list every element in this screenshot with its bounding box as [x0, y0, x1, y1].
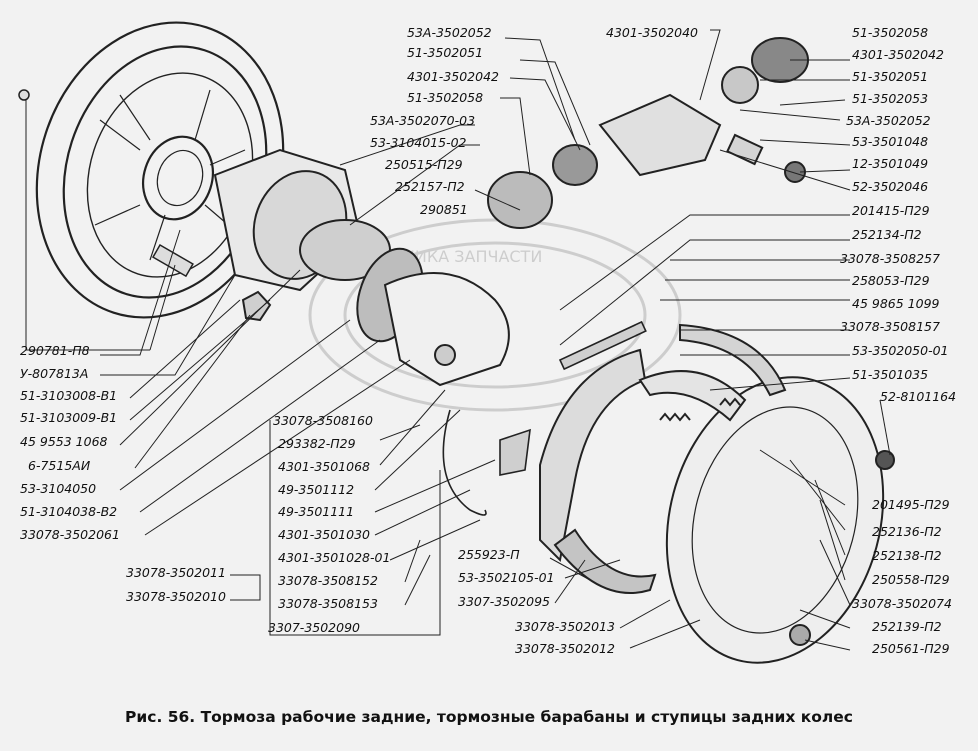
label: 252139-П2	[872, 619, 942, 634]
label: 53-3104015-02	[370, 135, 467, 150]
label: 52-3502046	[852, 179, 929, 194]
label: 250515-П29	[385, 157, 463, 172]
label: 290851	[420, 202, 468, 217]
label: 6-7515АИ	[28, 458, 91, 473]
label: 252157-П2	[395, 179, 465, 194]
label: 45 9865 1099	[852, 296, 940, 311]
label: 250558-П29	[872, 572, 950, 587]
label: 33078-3502061	[20, 527, 120, 542]
label: 252138-П2	[872, 548, 942, 563]
label: 51-3502051	[852, 69, 929, 84]
label: 53-3502105-01	[458, 570, 555, 585]
label: 33078-3508152	[278, 573, 378, 588]
label: 33078-3508153	[278, 596, 378, 611]
upper-brake-shoe	[638, 323, 787, 422]
label: 201495-П29	[872, 497, 950, 512]
dust-shield	[383, 272, 510, 387]
wheel-cylinder	[487, 37, 809, 229]
label: 258053-П29	[852, 273, 930, 288]
label: 4301-3502040	[606, 25, 698, 40]
label: 4301-3502042	[407, 69, 499, 84]
label: 255923-П	[458, 547, 520, 562]
adjuster-parts	[442, 320, 647, 516]
label: 33078-3508257	[840, 251, 940, 266]
label: 4301-3501030	[278, 527, 370, 542]
label: 51-3501035	[852, 367, 929, 382]
label: У-807813А	[20, 366, 89, 381]
label: 4301-3501068	[278, 459, 370, 474]
label: 3307-3502090	[268, 620, 360, 635]
label: 250561-П29	[872, 641, 950, 656]
label: 53-3501048	[852, 134, 929, 149]
leader-lines	[25, 29, 891, 651]
label: 33078-3502010	[126, 589, 226, 604]
return-springs	[659, 397, 741, 422]
label: 53-3104050	[20, 481, 97, 496]
label: 33078-3502074	[852, 596, 952, 611]
label: 33078-3502012	[515, 641, 615, 656]
label: 3307-3502095	[458, 594, 550, 609]
label: 53-3502050-01	[852, 343, 949, 358]
label: 51-3502051	[407, 45, 484, 60]
label: 51-3104038-В2	[20, 504, 118, 519]
label: 51-3502058	[852, 25, 929, 40]
label: 51-3502058	[407, 90, 484, 105]
label: 53А-3502052	[407, 25, 492, 40]
label: 12-3501049	[852, 156, 929, 171]
label: 4301-3502042	[852, 47, 944, 62]
label: 252134-П2	[852, 227, 922, 242]
label: 49-3501111	[278, 504, 355, 519]
label: 201415-П29	[852, 203, 930, 218]
label: 33078-3502011	[126, 565, 226, 580]
label: 52-8101164	[880, 389, 957, 404]
label: 51-3502053	[852, 91, 929, 106]
label: 53А-3502070-03	[370, 113, 476, 128]
backing-plate	[665, 376, 895, 664]
label: 49-3501112	[278, 482, 355, 497]
brake-shoe	[539, 348, 657, 594]
label: 45 9553 1068	[20, 434, 108, 449]
stud-bolt	[18, 89, 194, 278]
label: 252136-П2	[872, 524, 942, 539]
label: 51-3103008-В1	[20, 388, 118, 403]
label: 33078-3508157	[840, 319, 940, 334]
label: 293382-П29	[278, 436, 356, 451]
label: 290781-П8	[20, 343, 90, 358]
label: 4301-3501028-01	[278, 550, 391, 565]
label: 53А-3502052	[846, 113, 931, 128]
label: 33078-3502013	[515, 619, 615, 634]
label: 51-3103009-В1	[20, 410, 118, 425]
label: 33078-3508160	[273, 413, 373, 428]
figure-caption: Рис. 56. Тормоза рабочие задние, тормозн…	[125, 708, 853, 726]
